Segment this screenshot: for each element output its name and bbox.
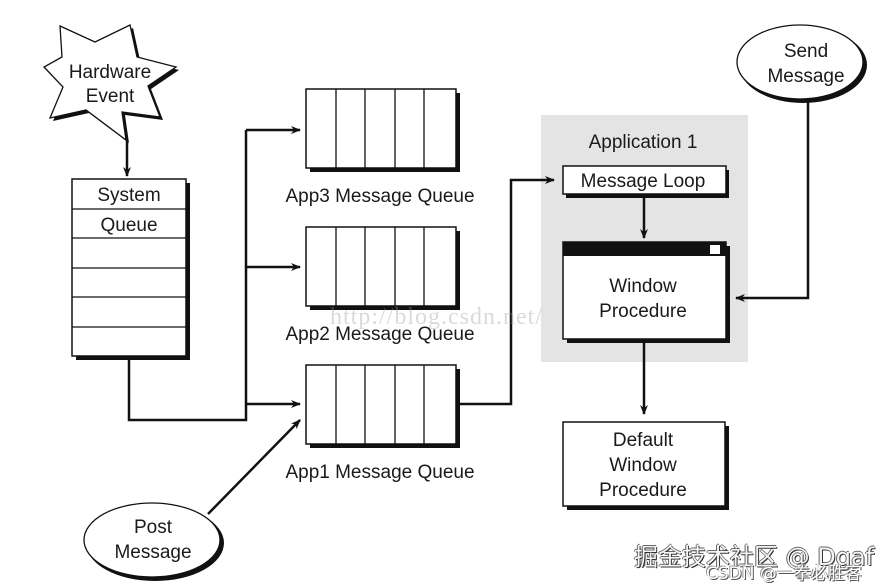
app3-message-queue: App3 Message Queue: [285, 88, 475, 207]
window-title-bar: [563, 242, 726, 256]
post-message-label-2: Message: [114, 542, 191, 563]
send-message-label-1: Send: [784, 41, 828, 62]
window-procedure-label-2: Procedure: [599, 301, 687, 322]
send-message-ellipse: Send Message: [736, 24, 867, 103]
default-procedure-label-2: Window: [609, 455, 677, 476]
hardware-event-label-1: Hardware: [69, 62, 151, 83]
application-title: Application 1: [589, 132, 698, 153]
send-message-label-2: Message: [767, 66, 844, 87]
app2-message-queue: App2 Message Queue: [285, 226, 475, 345]
arrow-post-message-to-app1-queue: [207, 419, 301, 515]
connector-send-message-to-window-procedure: [735, 102, 810, 302]
system-queue: System Queue: [71, 178, 190, 360]
default-procedure-label-1: Default: [613, 430, 674, 451]
app1-queue-label: App1 Message Queue: [285, 462, 474, 483]
default-procedure-label-3: Procedure: [599, 480, 687, 501]
hardware-event-star: Hardware Event: [42, 24, 179, 143]
app2-queue-label: App2 Message Queue: [285, 324, 474, 345]
message-loop-box: Message Loop: [562, 165, 729, 198]
window-close-box-icon: [710, 245, 720, 254]
hardware-event-label-2: Event: [86, 86, 135, 107]
url-watermark: http://blog.csdn.net/: [330, 304, 543, 330]
post-message-ellipse: Post Message: [83, 502, 224, 581]
app1-message-queue: App1 Message Queue: [285, 364, 475, 483]
message-loop-label: Message Loop: [581, 171, 706, 192]
post-message-label-1: Post: [134, 517, 173, 538]
window-procedure-label-1: Window: [609, 276, 677, 297]
juejin-watermark: 掘金技术社区 @ Dgaf: [634, 543, 875, 571]
csdn-watermark: CSDN @一拳必胜客: [706, 564, 862, 584]
window-procedure-box: Window Procedure: [562, 241, 730, 343]
default-window-procedure-box: Default Window Procedure: [562, 421, 729, 510]
app3-queue-label: App3 Message Queue: [285, 186, 474, 207]
system-queue-label-2: Queue: [100, 215, 157, 236]
connector-app1-queue-to-message-loop: [456, 176, 555, 406]
system-queue-label-1: System: [97, 185, 160, 206]
connector-system-queue-out: [127, 130, 248, 422]
